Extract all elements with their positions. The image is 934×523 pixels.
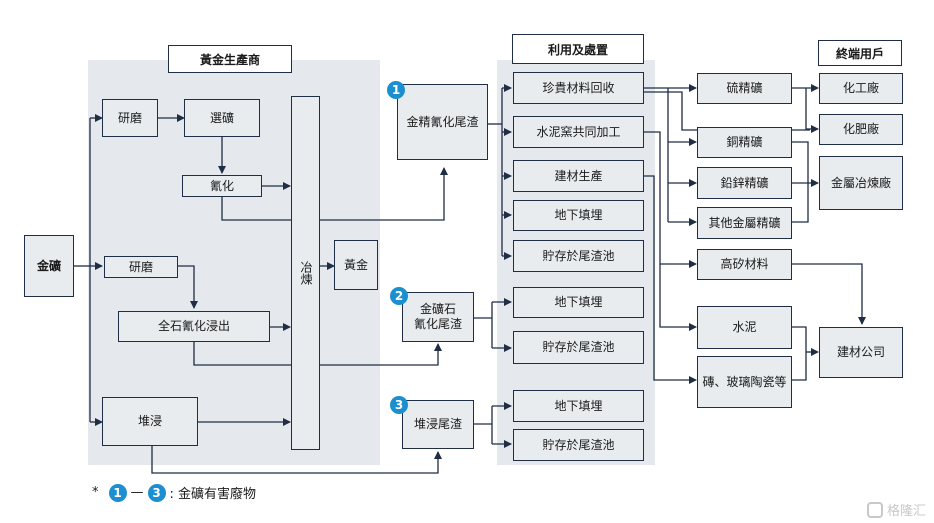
refine-label: 冶煉 xyxy=(299,261,313,285)
high-silica-node: 高矽材料 xyxy=(697,249,792,280)
legend-star: * xyxy=(92,485,99,500)
grind-node-1: 研磨 xyxy=(102,99,158,137)
cement-node: 水泥 xyxy=(697,306,792,349)
header-end-user: 終端用戶 xyxy=(818,40,902,66)
copper-concentrate-node: 銅精礦 xyxy=(697,127,792,158)
waste-node-2: 金礦石 氰化尾渣 xyxy=(402,292,474,342)
chemical-plant-node: 化工廠 xyxy=(819,73,903,104)
disposal-tailings-pond-3: 貯存於尾渣池 xyxy=(513,429,644,461)
badge-2: 2 xyxy=(390,287,408,305)
watermark-text: 格隆汇 xyxy=(886,504,926,519)
disposal-building-materials: 建材生產 xyxy=(513,160,644,192)
watermark-logo-icon xyxy=(866,501,883,518)
disposal-cement-kiln: 水泥窯共同加工 xyxy=(513,116,644,148)
disposal-landfill-3: 地下填埋 xyxy=(513,390,644,422)
whole-ore-cyanide-node: 全石氰化浸出 xyxy=(118,311,270,342)
flotation-node: 選礦 xyxy=(184,99,260,137)
legend: * 1 — 3 : 金礦有害廢物 xyxy=(92,483,256,502)
waste-node-3: 堆浸尾渣 xyxy=(402,400,474,449)
header-producer: 黃金生產商 xyxy=(168,45,292,73)
smelter-node: 金屬冶煉廠 xyxy=(819,156,903,210)
watermark: 格隆汇 xyxy=(866,500,926,519)
disposal-landfill-2: 地下填埋 xyxy=(513,287,644,318)
lead-zinc-concentrate-node: 鉛鋅精礦 xyxy=(697,167,792,199)
other-metal-concentrate-node: 其他金屬精礦 xyxy=(697,207,792,239)
disposal-tailings-pond-1: 貯存於尾渣池 xyxy=(513,240,644,272)
bricks-node: 磚、玻璃陶瓷等 xyxy=(697,356,792,408)
cyanide-node: 氰化 xyxy=(182,175,262,197)
building-company-node: 建材公司 xyxy=(819,327,903,378)
refine-node: 冶煉 xyxy=(291,96,320,450)
sulfur-concentrate-node: 硫精礦 xyxy=(697,73,792,104)
header-disposal: 利用及處置 xyxy=(512,34,644,64)
badge-3: 3 xyxy=(390,396,408,414)
grind-node-2: 研磨 xyxy=(104,256,178,278)
legend-badge-3: 3 xyxy=(147,483,166,502)
legend-text: : 金礦有害廢物 xyxy=(169,487,257,502)
heap-leach-node: 堆浸 xyxy=(102,397,198,446)
legend-dash: — xyxy=(130,485,144,500)
disposal-landfill-1: 地下填埋 xyxy=(513,200,644,231)
badge-1: 1 xyxy=(387,81,405,99)
legend-badge-1: 1 xyxy=(108,483,127,502)
fertilizer-plant-node: 化肥廠 xyxy=(819,114,903,145)
disposal-tailings-pond-2: 貯存於尾渣池 xyxy=(513,331,644,364)
disposal-precious-recovery: 珍貴材料回收 xyxy=(513,72,644,104)
gold-node: 黃金 xyxy=(334,240,378,290)
waste-node-1: 金精氰化尾渣 xyxy=(397,84,488,160)
gold-ore-node: 金礦 xyxy=(24,235,74,297)
